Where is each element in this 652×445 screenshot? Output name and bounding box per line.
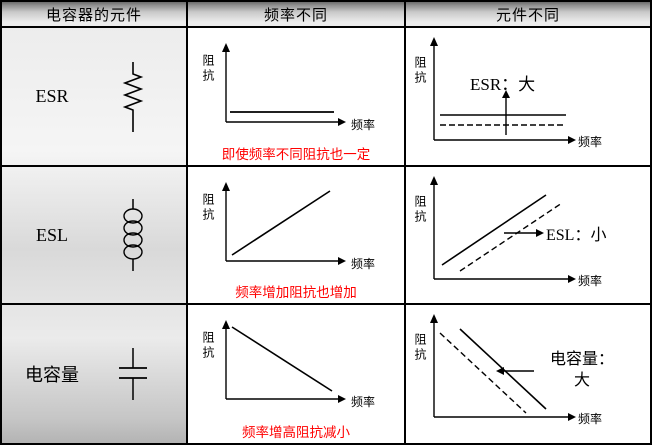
row-esr-element-chart-cell: 阻抗 频率 ESR：大 — [406, 28, 650, 167]
y-axis-label: 阻抗 — [413, 333, 427, 363]
impedance-line-dashed — [439, 332, 527, 414]
shift-up-arrow-head-icon — [502, 90, 510, 98]
header-capacitor-elements: 电容器的元件 — [2, 2, 188, 28]
x-axis-arrow-icon — [338, 395, 346, 403]
inductor-symbol-icon — [102, 197, 164, 273]
y-axis-arrow-icon — [430, 176, 438, 185]
row-esl-frequency-chart-cell: 阻抗 频率 频率增加阻抗也增加 — [188, 167, 406, 305]
row-capacitance-element-chart-cell: 阻抗 频率 电容量： 大 — [406, 305, 650, 443]
shift-left-arrow-head-icon — [496, 367, 504, 375]
capacitance-large-annotation-line1: 电容量： — [549, 351, 614, 368]
row-capacitance-frequency-chart-cell: 阻抗 频率 频率增高阻抗减小 — [188, 305, 406, 443]
component-label-capacitance: 电容量 — [25, 365, 79, 385]
x-axis-arrow-icon — [568, 413, 576, 421]
row-esr-component-cell: ESR — [2, 28, 188, 167]
esl-caption: 频率增加阻抗也增加 — [235, 285, 357, 300]
coil-loop — [123, 220, 143, 236]
component-label-esl: ESL — [35, 224, 68, 245]
esr-frequency-chart — [222, 43, 346, 126]
x-axis-arrow-icon — [568, 136, 576, 144]
x-axis-label: 频率 — [351, 395, 376, 409]
header-frequency-different: 频率不同 — [188, 2, 406, 28]
y-axis-arrow-icon — [222, 320, 230, 329]
row-capacitance-component-cell: 电容量 — [2, 305, 188, 443]
capacitance-caption: 频率增高阻抗减小 — [242, 425, 350, 440]
x-axis-arrow-icon — [338, 118, 346, 126]
y-axis-label: 阻抗 — [413, 195, 427, 225]
inductor-icon — [123, 199, 143, 271]
capacitor-symbol-icon — [102, 346, 164, 402]
resistor-symbol-icon — [102, 60, 164, 134]
y-axis-arrow-icon — [430, 37, 438, 46]
impedance-line-solid — [441, 194, 547, 266]
header-frequency-different-label: 频率不同 — [263, 7, 328, 24]
esr-large-annotation: ESR：大 — [470, 75, 536, 94]
capacitor-icon — [119, 348, 147, 400]
resistor-zigzag — [122, 61, 144, 132]
x-axis-label: 频率 — [351, 118, 376, 132]
esl-small-annotation: ESL：小 — [546, 227, 607, 244]
x-axis-label: 频率 — [578, 412, 603, 426]
shift-right-arrow-head-icon — [536, 229, 544, 237]
row-esl-component-cell: ESL — [2, 167, 188, 305]
y-axis-label: 阻抗 — [413, 56, 427, 86]
coil-loop — [123, 208, 143, 224]
capacitance-frequency-chart — [222, 320, 346, 403]
y-axis-label: 阻抗 — [201, 331, 215, 361]
capacitance-large-annotation: 电容量： 大 — [540, 349, 624, 391]
impedance-line-rising — [231, 190, 331, 256]
resistor-icon — [122, 61, 144, 132]
header-element-different: 元件不同 — [406, 2, 650, 28]
x-axis-label: 频率 — [578, 135, 603, 149]
header-capacitor-elements-label: 电容器的元件 — [45, 7, 142, 24]
impedance-line-falling — [231, 326, 333, 392]
impedance-line-dashed — [459, 202, 563, 272]
esr-comparison-chart — [430, 37, 576, 144]
esr-caption: 即使频率不同阻抗也一定 — [221, 147, 371, 162]
component-label-esr: ESR — [35, 86, 69, 106]
x-axis-label: 频率 — [351, 257, 376, 271]
header-element-different-label: 元件不同 — [495, 7, 560, 24]
y-axis-label: 阻抗 — [201, 193, 215, 223]
coil-loop — [123, 232, 143, 248]
capacitance-large-annotation-line2: 大 — [573, 372, 590, 389]
y-axis-arrow-icon — [222, 43, 230, 52]
y-axis-arrow-icon — [430, 314, 438, 323]
y-axis-label: 阻抗 — [201, 54, 215, 84]
x-axis-arrow-icon — [568, 275, 576, 283]
capacitance-comparison-chart — [430, 314, 576, 421]
x-axis-label: 频率 — [578, 274, 603, 288]
esl-frequency-chart — [222, 182, 346, 265]
x-axis-arrow-icon — [338, 257, 346, 265]
row-esl-element-chart-cell: 阻抗 频率 ESL：小 — [406, 167, 650, 305]
row-esr-frequency-chart-cell: 阻抗 频率 即使频率不同阻抗也一定 — [188, 28, 406, 167]
y-axis-arrow-icon — [222, 182, 230, 191]
esl-comparison-chart — [430, 176, 576, 283]
